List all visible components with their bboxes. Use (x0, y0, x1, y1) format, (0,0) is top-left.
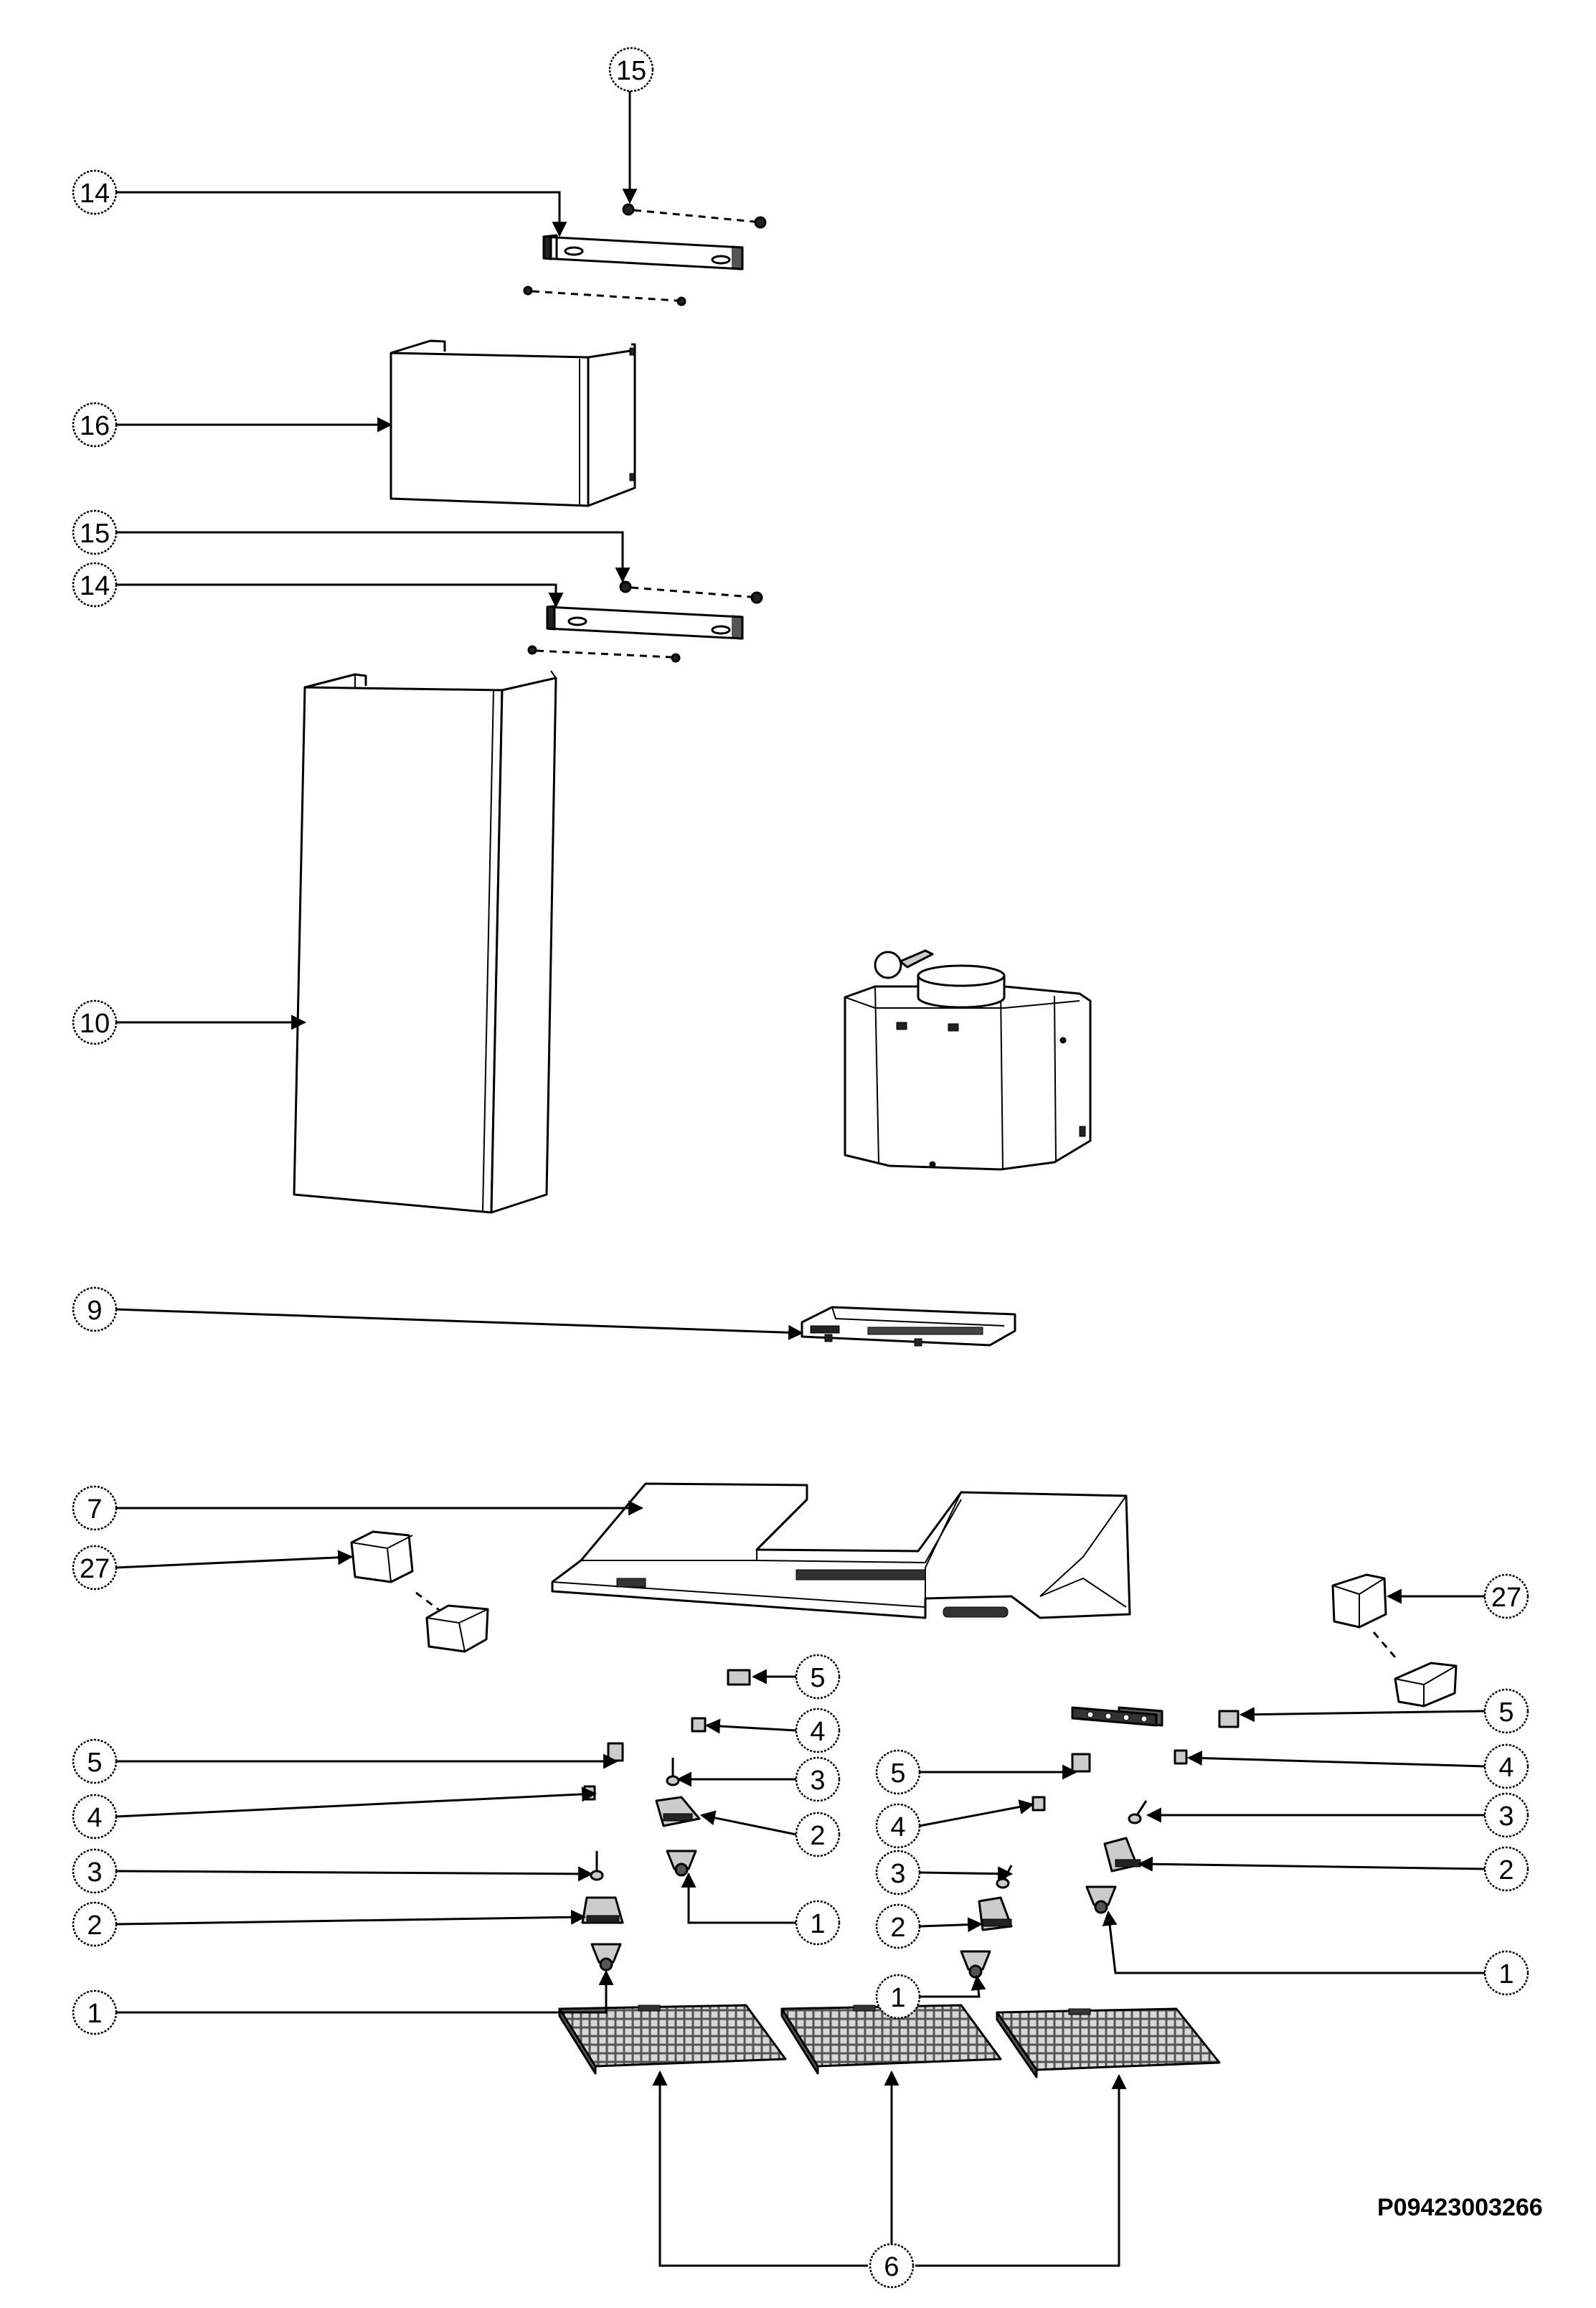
callout-bubbles (72, 47, 1529, 2289)
grease-filter-right (996, 2007, 1221, 2078)
callout-3-center: 3 (810, 1766, 825, 1796)
drawing-code: P09423003266 (1377, 2194, 1543, 2221)
callout-3-middle: 3 (890, 1859, 905, 1889)
callout-15-lower: 15 (80, 519, 110, 549)
control-panel (1071, 1706, 1163, 1727)
callout-3-right: 3 (1498, 1801, 1514, 1832)
callout-7: 7 (87, 1494, 102, 1525)
callout-14-lower: 14 (80, 571, 110, 601)
callout-3-left: 3 (87, 1857, 102, 1888)
callout-1-middle: 1 (890, 1983, 905, 2013)
callout-2-center: 2 (810, 1821, 825, 1851)
callout-27-left: 27 (80, 1554, 110, 1584)
callout-5-left: 5 (87, 1748, 102, 1778)
right-duct-adapters (1331, 1573, 1458, 1708)
callout-5-center: 5 (810, 1663, 825, 1693)
callout-5-right: 5 (1498, 1697, 1514, 1728)
motor-housing (844, 949, 1092, 1171)
callout-4-middle: 4 (890, 1812, 905, 1842)
callout-1-left: 1 (87, 1999, 102, 2029)
light-kit-center (655, 1669, 751, 1877)
callout-2-middle: 2 (890, 1913, 905, 1943)
callout-27-right: 27 (1491, 1583, 1521, 1613)
light-kit-middle (960, 1753, 1091, 1979)
light-kit-left (581, 1742, 624, 1972)
callout-14-top: 14 (80, 179, 110, 209)
upper-chimney-cover (389, 339, 636, 507)
filter-tray (801, 1306, 1016, 1347)
callout-1-right: 1 (1498, 1959, 1514, 1989)
callout-1-center: 1 (810, 1909, 825, 1939)
callout-9: 9 (87, 1296, 102, 1326)
callout-15-top: 15 (616, 56, 646, 86)
callout-4-center: 4 (810, 1717, 825, 1747)
lower-chimney-cover (293, 670, 557, 1214)
upper-mounting-bracket (542, 234, 744, 270)
light-kit-right (1085, 1710, 1240, 1914)
lower-mounting-bracket (546, 605, 744, 640)
left-duct-adapters (350, 1530, 489, 1653)
grease-filter-left (558, 2004, 787, 2075)
callout-16: 16 (80, 411, 110, 441)
leader-lines (115, 68, 1486, 2267)
callout-5-middle: 5 (890, 1758, 905, 1789)
upper-screws (523, 203, 767, 306)
callout-2-right: 2 (1498, 1855, 1514, 1885)
hood-canopy (551, 1482, 1131, 1619)
callout-4-right: 4 (1498, 1753, 1514, 1783)
callout-4-left: 4 (87, 1803, 102, 1833)
callout-2-left: 2 (87, 1911, 102, 1941)
callout-6: 6 (884, 2252, 899, 2282)
callout-10: 10 (80, 1009, 110, 1039)
lower-screws (527, 580, 763, 663)
